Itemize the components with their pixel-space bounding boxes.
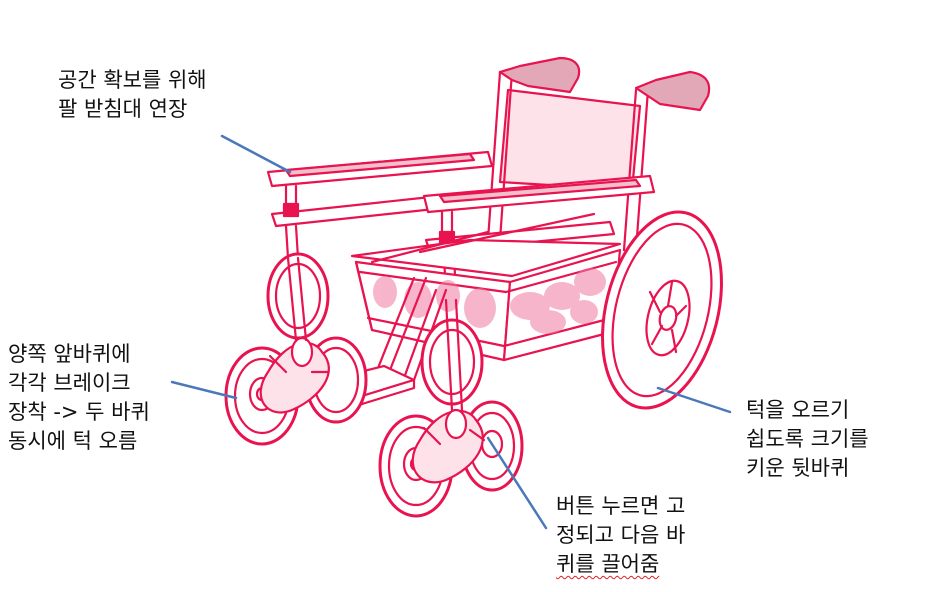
pointer-armrest: [220, 134, 292, 174]
label-front-wheels: 양쪽 앞바퀴에 각각 브레이크 장착 -> 두 바퀴 동시에 턱 오름: [8, 340, 150, 456]
backrest: [486, 70, 650, 252]
label-rear-wheel-line2: 쉽도록 크기를: [746, 427, 869, 451]
label-button-line3: 퀴를 끌어줌: [556, 552, 660, 576]
pointer-rear-wheel: [656, 386, 732, 414]
basket-shading: [373, 268, 606, 334]
rear-wheel: [601, 210, 723, 410]
label-armrest-line2: 팔 받침대 연장: [58, 97, 188, 121]
label-front-wheels-line3: 장착 -> 두 바퀴: [8, 400, 150, 424]
wheelchair-illustration: [224, 56, 723, 518]
push-handles: [498, 56, 711, 112]
pointer-front-wheels: [170, 380, 238, 400]
label-armrest: 공간 확보를 위해 팔 받침대 연장: [58, 66, 207, 124]
armrest-left: [266, 150, 494, 260]
label-rear-wheel-line1: 턱을 오르기: [746, 398, 850, 422]
label-rear-wheel: 턱을 오르기 쉽도록 크기를 키운 뒷바퀴: [746, 396, 869, 483]
pointer-button: [486, 436, 548, 530]
front-wheel-cluster-left: [224, 252, 368, 446]
front-wheel-cluster-right: [378, 298, 524, 518]
pointer-lines: [170, 134, 732, 530]
label-armrest-line1: 공간 확보를 위해: [58, 68, 207, 92]
label-front-wheels-line4: 동시에 턱 오름: [8, 429, 138, 453]
label-front-wheels-line2: 각각 브레이크: [8, 371, 131, 395]
label-front-wheels-line1: 양쪽 앞바퀴에: [8, 342, 131, 366]
label-button: 버튼 누르면 고 정되고 다음 바 퀴를 끌어줌: [556, 492, 685, 579]
label-button-line1: 버튼 누르면 고: [556, 494, 686, 518]
label-rear-wheel-line3: 키운 뒷바퀴: [746, 456, 850, 480]
label-button-line2: 정되고 다음 바: [556, 523, 686, 547]
